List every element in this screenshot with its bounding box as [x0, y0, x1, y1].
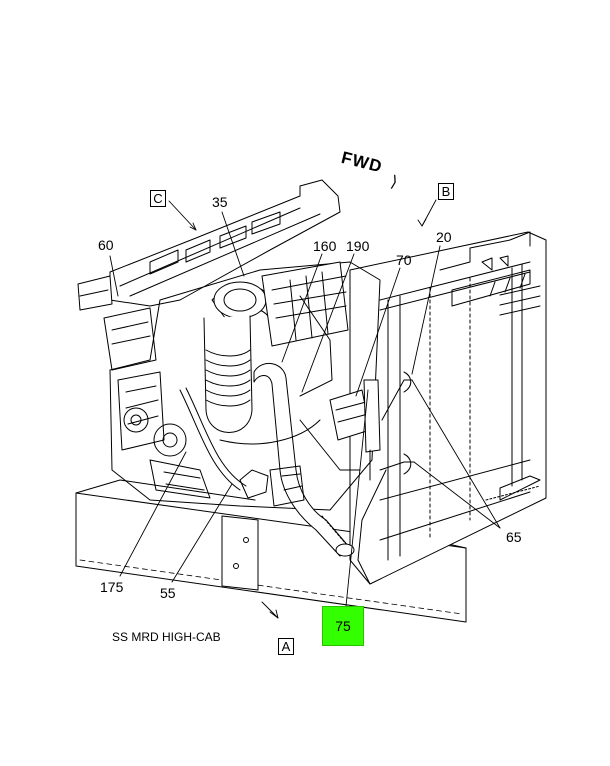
leader-65b: [413, 461, 501, 529]
air-duct: [77, 179, 341, 371]
figure-caption: SS MRD HIGH-CAB: [112, 630, 221, 644]
callout-75: 75: [335, 618, 351, 634]
view-label-a: A: [278, 638, 294, 655]
view-a-arrow: [261, 601, 279, 619]
callout-20: 20: [436, 229, 452, 245]
view-c-arrow: [168, 200, 197, 231]
view-label-b: B: [438, 183, 454, 200]
leader-75: [345, 389, 369, 607]
leader-190: [301, 253, 355, 393]
coolant-pipe: [253, 363, 355, 557]
leader-70: [355, 267, 401, 397]
charge-pipe: [203, 281, 273, 433]
leader-lines: [109, 199, 501, 619]
radiator: [349, 231, 547, 585]
callout-190: 190: [346, 238, 370, 254]
leader-65a: [411, 379, 501, 529]
callout-70: 70: [396, 252, 412, 268]
leader-35: [221, 211, 245, 277]
leader-160: [281, 253, 323, 363]
leader-55: [171, 483, 233, 583]
leader-60: [109, 255, 119, 297]
frame-rail: [75, 479, 467, 623]
leader-20: [411, 245, 441, 375]
hoses: [179, 371, 415, 507]
callout-65: 65: [506, 529, 522, 545]
callout-60: 60: [98, 237, 114, 253]
callout-160: 160: [313, 238, 337, 254]
callout-175: 175: [100, 579, 124, 595]
view-label-c: C: [150, 190, 166, 207]
callout-75-highlight: 75: [322, 606, 364, 646]
leader-175: [119, 451, 187, 577]
engine-block: [109, 261, 381, 511]
callout-35: 35: [212, 194, 228, 210]
callout-55: 55: [160, 585, 176, 601]
